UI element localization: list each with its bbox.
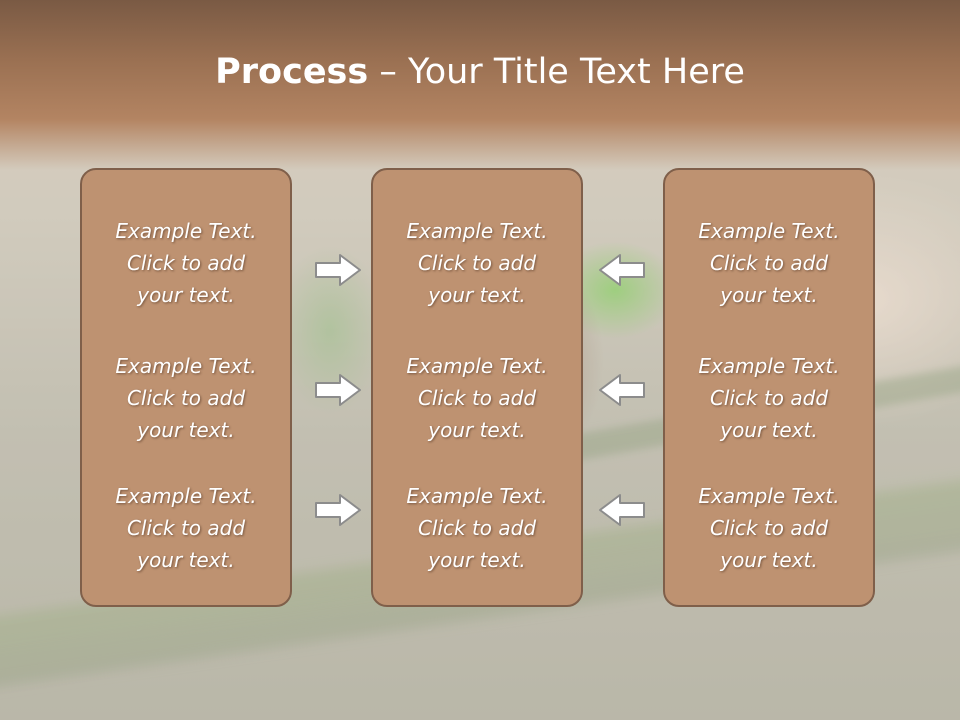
text-placeholder[interactable]: Example Text. Click to add your text. (665, 480, 873, 576)
item-line: Click to add (126, 251, 246, 275)
text-placeholder[interactable]: Example Text. Click to add your text. (665, 215, 873, 311)
text-placeholder[interactable]: Example Text. Click to add your text. (373, 480, 581, 576)
item-line: Click to add (417, 386, 537, 410)
text-placeholder[interactable]: Example Text. Click to add your text. (82, 480, 290, 576)
item-line: your text. (720, 283, 818, 307)
title-sub: Your Title Text Here (407, 52, 745, 92)
title-main: Process (215, 52, 369, 92)
text-placeholder[interactable]: Example Text. Click to add your text. (373, 215, 581, 311)
text-placeholder[interactable]: Example Text. Click to add your text. (82, 350, 290, 446)
item-line: Click to add (417, 516, 537, 540)
item-line: Click to add (709, 251, 829, 275)
item-line: Click to add (709, 516, 829, 540)
process-box-center[interactable]: Example Text. Click to add your text. Ex… (371, 168, 583, 607)
item-line: Example Text. (698, 484, 840, 508)
title-band (0, 0, 960, 170)
item-line: Example Text. (698, 354, 840, 378)
title-dash: – (368, 52, 408, 92)
item-line: Example Text. (115, 484, 257, 508)
item-line: Example Text. (115, 219, 257, 243)
item-line: Click to add (417, 251, 537, 275)
item-line: your text. (428, 418, 526, 442)
item-line: Example Text. (698, 219, 840, 243)
process-box-left[interactable]: Example Text. Click to add your text. Ex… (80, 168, 292, 607)
item-line: Click to add (709, 386, 829, 410)
item-line: your text. (428, 283, 526, 307)
arrow-left-icon[interactable] (598, 372, 646, 408)
arrow-left-icon[interactable] (598, 252, 646, 288)
item-line: your text. (137, 548, 235, 572)
item-line: your text. (720, 548, 818, 572)
item-line: Example Text. (115, 354, 257, 378)
item-line: Click to add (126, 386, 246, 410)
item-line: Example Text. (406, 354, 548, 378)
slide-title[interactable]: Process – Your Title Text Here (0, 52, 960, 92)
process-box-right[interactable]: Example Text. Click to add your text. Ex… (663, 168, 875, 607)
item-line: Example Text. (406, 219, 548, 243)
arrow-right-icon[interactable] (314, 372, 362, 408)
arrow-left-icon[interactable] (598, 492, 646, 528)
text-placeholder[interactable]: Example Text. Click to add your text. (373, 350, 581, 446)
arrow-right-icon[interactable] (314, 252, 362, 288)
text-placeholder[interactable]: Example Text. Click to add your text. (82, 215, 290, 311)
item-line: your text. (137, 418, 235, 442)
text-placeholder[interactable]: Example Text. Click to add your text. (665, 350, 873, 446)
item-line: Click to add (126, 516, 246, 540)
arrow-right-icon[interactable] (314, 492, 362, 528)
item-line: Example Text. (406, 484, 548, 508)
item-line: your text. (428, 548, 526, 572)
item-line: your text. (137, 283, 235, 307)
item-line: your text. (720, 418, 818, 442)
